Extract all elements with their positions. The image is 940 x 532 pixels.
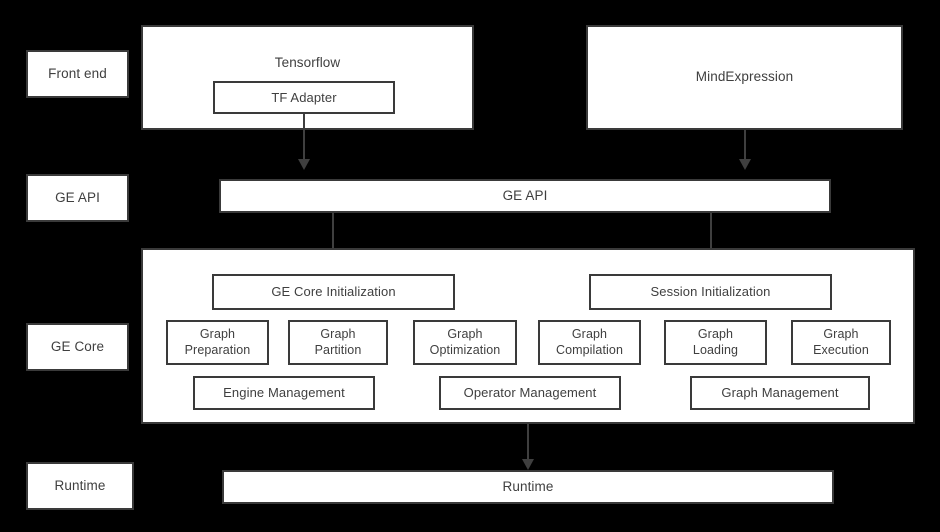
connector-ge-core-to-runtime — [527, 424, 529, 466]
arrowhead-ge-core-to-runtime — [522, 459, 534, 470]
component-graph-optimization-label: Graph Optimization — [430, 327, 501, 358]
manager-graph-management-label: Graph Management — [721, 385, 839, 401]
manager-operator-management-label: Operator Management — [463, 385, 597, 401]
ge-core-initialization-box[interactable]: GE Core Initialization — [212, 274, 455, 310]
component-graph-execution[interactable]: Graph Execution — [791, 320, 891, 365]
component-line2: Optimization — [429, 342, 501, 357]
runtime-bar[interactable]: Runtime — [222, 470, 834, 504]
arrowhead-mindexpression-to-ge-api — [739, 159, 751, 170]
mindexpression-label: MindExpression — [695, 69, 794, 85]
layer-label-ge-api: GE API — [26, 174, 129, 222]
ge-core-initialization-label: GE Core Initialization — [271, 284, 396, 300]
connector-tf-adapter-to-ge-api — [303, 114, 305, 163]
component-graph-optimization[interactable]: Graph Optimization — [413, 320, 517, 365]
session-initialization-box[interactable]: Session Initialization — [589, 274, 832, 310]
tensorflow-label: Tensorflow — [274, 55, 341, 70]
component-line1: Graph — [320, 327, 356, 342]
layer-label-runtime-text: Runtime — [54, 477, 106, 493]
component-graph-execution-label: Graph Execution — [813, 327, 869, 358]
layer-label-ge-api-text: GE API — [55, 189, 100, 205]
ge-api-bar-label: GE API — [502, 187, 548, 203]
component-line2: Execution — [813, 342, 869, 357]
component-line1: Graph — [823, 327, 859, 342]
arrowhead-tf-adapter-to-ge-api — [298, 159, 310, 170]
component-graph-preparation[interactable]: Graph Preparation — [166, 320, 269, 365]
component-graph-compilation-label: Graph Compilation — [556, 327, 623, 358]
component-line1: Graph — [447, 327, 483, 342]
connector-ge-api-to-session-init — [710, 213, 712, 261]
tf-adapter-label: TF Adapter — [271, 89, 337, 105]
layer-label-ge-core-text: GE Core — [50, 338, 105, 354]
layer-label-ge-core: GE Core — [26, 323, 129, 371]
component-line1: Graph — [199, 327, 236, 342]
layer-label-front-end-text: Front end — [48, 65, 107, 81]
component-graph-partition-label: Graph Partition — [315, 327, 362, 358]
manager-engine-management-label: Engine Management — [223, 385, 345, 401]
manager-graph-management[interactable]: Graph Management — [690, 376, 870, 410]
component-graph-partition[interactable]: Graph Partition — [288, 320, 388, 365]
component-line2: Loading — [692, 342, 739, 357]
component-line1: Graph — [697, 327, 734, 342]
connector-ge-api-to-ge-core-init — [332, 213, 334, 261]
layer-label-front-end: Front end — [26, 50, 129, 98]
manager-operator-management[interactable]: Operator Management — [439, 376, 621, 410]
component-line2: Compilation — [555, 342, 624, 357]
component-line1: Graph — [571, 327, 608, 342]
tensorflow-container: Tensorflow — [141, 25, 474, 130]
connector-mindexpression-to-ge-api — [744, 130, 746, 163]
manager-engine-management[interactable]: Engine Management — [193, 376, 375, 410]
component-graph-preparation-label: Graph Preparation — [185, 327, 251, 358]
layer-label-runtime: Runtime — [26, 462, 134, 510]
component-graph-compilation[interactable]: Graph Compilation — [538, 320, 641, 365]
component-graph-loading[interactable]: Graph Loading — [664, 320, 767, 365]
component-graph-loading-label: Graph Loading — [693, 327, 738, 358]
mindexpression-container: MindExpression — [586, 25, 903, 130]
component-line2: Partition — [314, 342, 362, 357]
ge-api-bar[interactable]: GE API — [219, 179, 831, 213]
session-initialization-label: Session Initialization — [650, 284, 771, 300]
component-line2: Preparation — [184, 342, 251, 357]
tf-adapter-box[interactable]: TF Adapter — [213, 81, 395, 114]
runtime-bar-label: Runtime — [502, 478, 554, 494]
